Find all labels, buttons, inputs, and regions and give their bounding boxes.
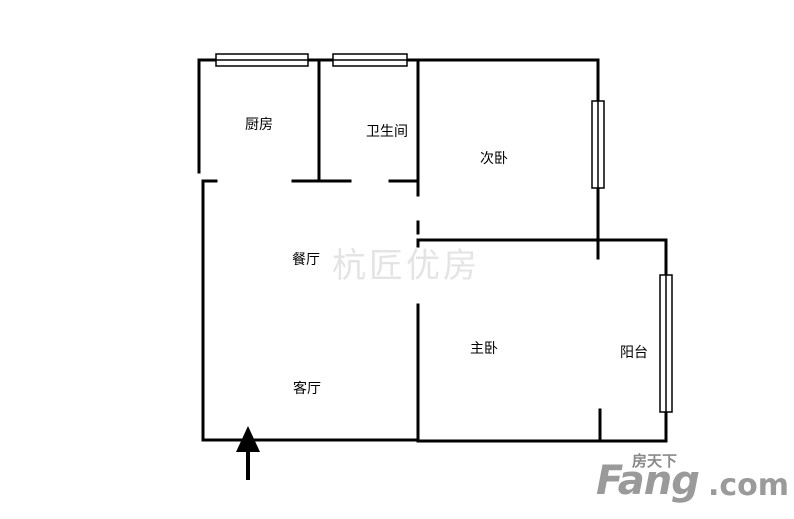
room-label-living: 客厅 <box>293 381 321 397</box>
logo-cn-text: 房天下 <box>632 452 678 470</box>
entrance-arrow-icon <box>236 426 260 480</box>
fang-logo: 房天下 Fang .com <box>596 446 790 506</box>
room-label-second-bedroom: 次卧 <box>480 151 508 167</box>
room-label-dining: 餐厅 <box>292 252 320 268</box>
room-label-balcony: 阳台 <box>620 345 648 361</box>
logo-com-text: .com <box>708 468 790 503</box>
logo-en-text: Fang <box>596 458 700 504</box>
watermark-center: 杭匠优房 <box>332 246 480 286</box>
room-label-master-bedroom: 主卧 <box>470 341 498 357</box>
room-label-kitchen: 厨房 <box>245 117 273 133</box>
room-label-bathroom: 卫生间 <box>366 124 408 140</box>
windows <box>215 53 673 413</box>
